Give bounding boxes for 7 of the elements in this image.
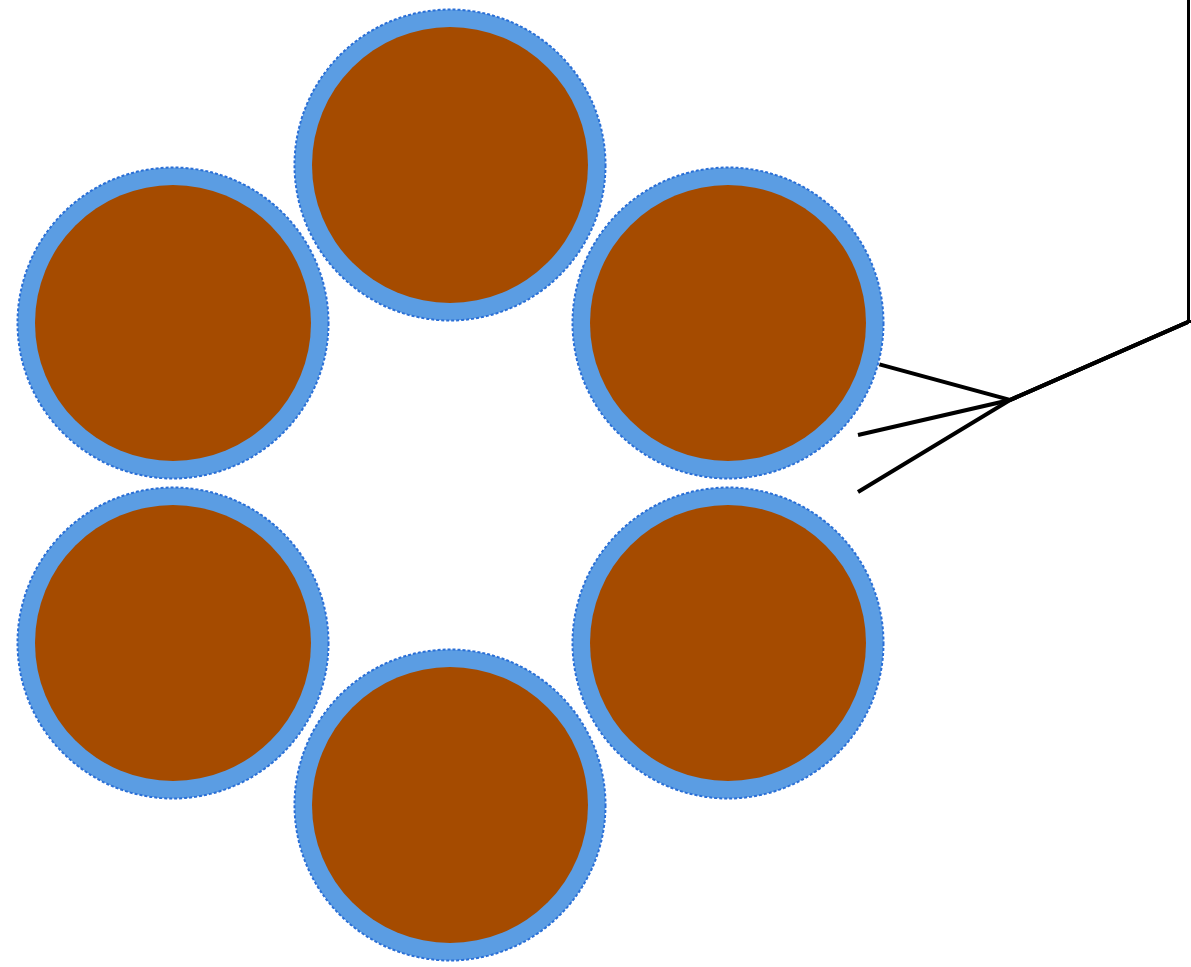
strand-circle: [571, 166, 885, 480]
strand-circle: [293, 648, 607, 962]
strand-circle: [571, 486, 885, 800]
strand-circle: [293, 8, 607, 322]
leader-line: [856, 320, 1189, 494]
strand-circle: [16, 166, 330, 480]
strand-circle: [16, 486, 330, 800]
